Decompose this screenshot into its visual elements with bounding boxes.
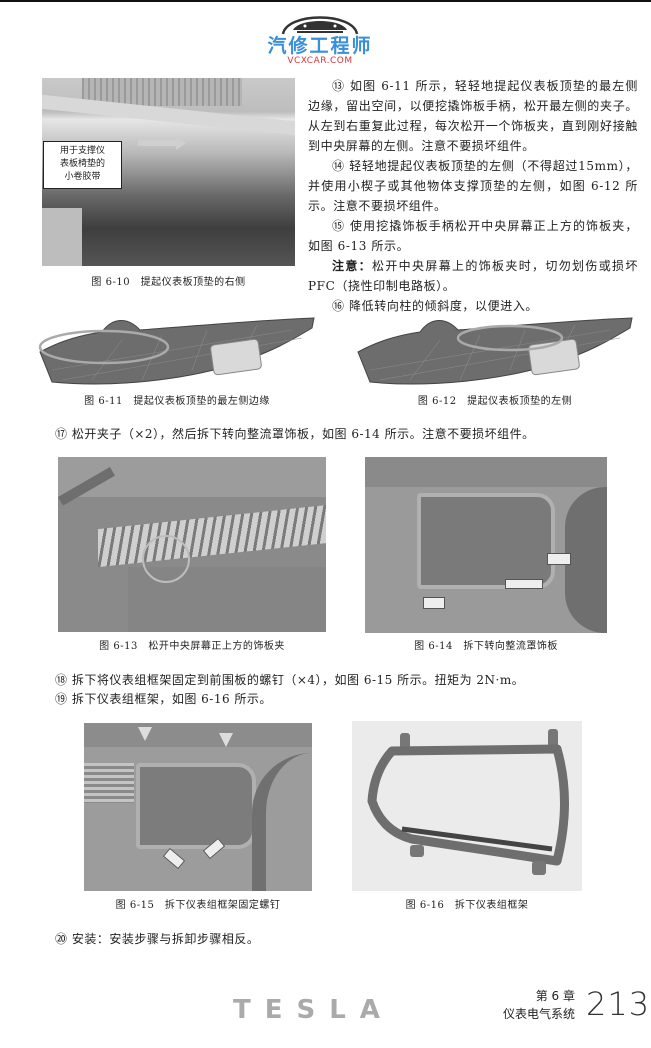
figure-6-13-caption: 图 6-13 松开中央屏幕正上方的饰板夹	[99, 641, 285, 652]
steps-13-16: ⑬ 如图 6-11 所示，轻轻地提起仪表板顶垫的最左侧边缘，留出空间，以便挖撬饰…	[308, 76, 638, 316]
tesla-logo: TESLA	[233, 995, 394, 1025]
chapter-label: 第 6 章 仪表电气系统	[480, 987, 575, 1023]
step-14: ⑭ 轻轻地提起仪表板顶垫的左侧（不得超过15mm），并使用小楔子或其他物体支撑顶…	[308, 159, 638, 213]
car-logo-icon	[281, 16, 359, 35]
arrow-down-icon	[219, 733, 233, 747]
chapter-number: 第 6 章	[535, 989, 575, 1003]
step-19: ⑲ 拆下仪表组框架，如图 6-16 所示。	[55, 692, 272, 706]
note-text: 松开中央屏幕上的饰板夹时，切勿划伤或损坏 PFC（挠性印制电路板）。	[308, 259, 638, 293]
arrow-icon	[423, 597, 445, 609]
page-number: 213	[586, 985, 651, 1023]
top-rule	[0, 0, 651, 2]
figure-6-10-caption: 图 6-10 提起仪表板顶垫的右侧	[91, 277, 246, 288]
arrow-down-icon	[138, 727, 152, 741]
note-label: 注意：	[332, 259, 373, 273]
figure-6-11-caption: 图 6-11 提起仪表板顶垫的最左侧边缘	[84, 396, 270, 407]
figure-6-14-image	[365, 457, 607, 633]
step-20: ⑳ 安装：安装步骤与拆卸步骤相反。	[55, 932, 260, 946]
logo-text-cn: 汽修工程师	[267, 35, 373, 57]
figure-6-10-callout: 用于支撑仪 表板椅垫的 小卷胶带	[43, 141, 122, 189]
figure-6-15-image	[84, 723, 312, 891]
step-13: ⑬ 如图 6-11 所示，轻轻地提起仪表板顶垫的最左侧边缘，留出空间，以便挖撬饰…	[308, 79, 638, 153]
step-18: ⑱ 拆下将仪表组框架固定到前围板的螺钉（×4），如图 6-15 所示。扭矩为 2…	[55, 673, 525, 687]
figure-6-12-caption: 图 6-12 提起仪表板顶垫的左侧	[417, 396, 573, 407]
chapter-title: 仪表电气系统	[502, 1007, 575, 1021]
callout-line: 小卷胶带	[64, 172, 101, 182]
figure-6-16-image	[352, 721, 582, 891]
step-17: ⑰ 松开夹子（×2），然后拆下转向整流罩饰板，如图 6-14 所示。注意不要损坏…	[55, 427, 535, 441]
arrow-icon	[505, 579, 543, 589]
site-logo: 汽修工程师 VCXCAR.COM	[255, 4, 385, 66]
callout-line: 表板椅垫的	[59, 159, 105, 169]
arrow-head-icon	[176, 136, 186, 150]
figure-6-14-caption: 图 6-14 拆下转向整流罩饰板	[414, 641, 558, 652]
figure-6-15-caption: 图 6-15 拆下仪表组框架固定螺钉	[115, 900, 281, 911]
figure-6-16-caption: 图 6-16 拆下仪表组框架	[405, 900, 529, 911]
step-15: ⑮ 使用挖撬饰板手柄松开中央屏幕正上方的饰板夹，如图 6-13 所示。	[308, 219, 638, 253]
logo-text-en: VCXCAR.COM	[287, 56, 353, 66]
arrow-icon	[162, 847, 186, 870]
note: 注意：松开中央屏幕上的饰板夹时，切勿划伤或损坏 PFC（挠性印制电路板）。	[308, 256, 638, 296]
arrow-icon	[138, 140, 178, 146]
figure-6-12-image	[350, 310, 640, 390]
highlight-circle-icon	[142, 535, 190, 583]
figure-6-13-image	[58, 457, 326, 632]
arrow-icon	[547, 553, 571, 565]
callout-line: 用于支撑仪	[59, 146, 105, 156]
step-16: ⑯ 降低转向柱的倾斜度，以便进入。	[332, 299, 539, 313]
figure-6-11-image	[32, 310, 322, 390]
